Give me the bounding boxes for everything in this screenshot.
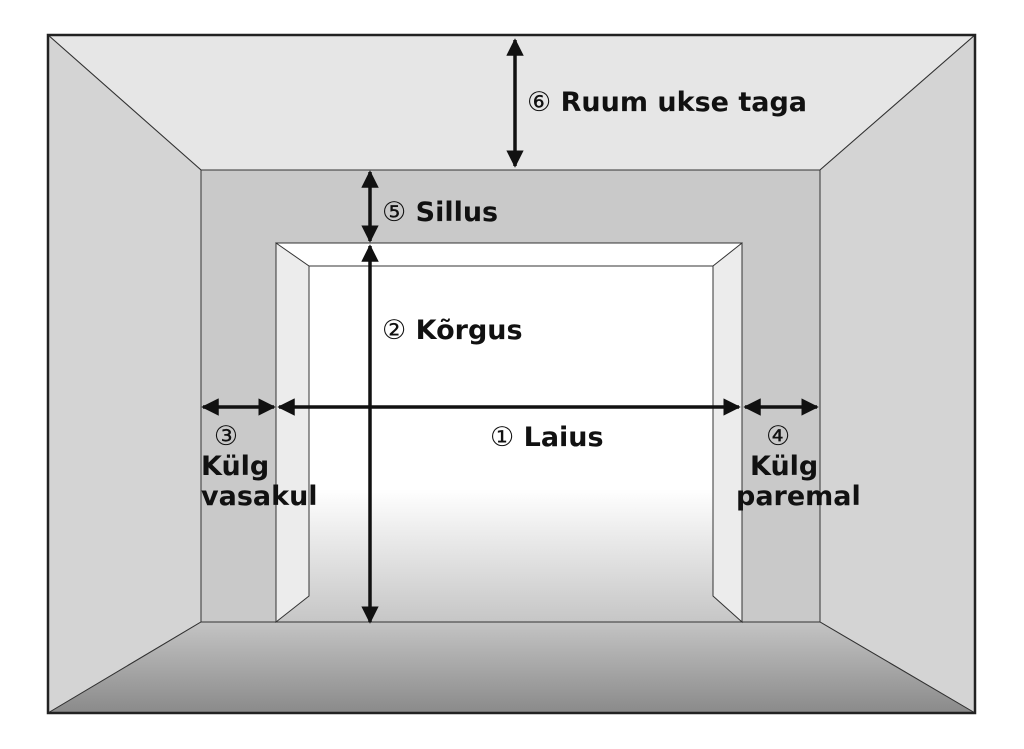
ceiling [46,34,977,171]
right-side-line2: paremal [736,481,861,512]
door-opening [275,242,743,623]
floor-edge [47,621,976,714]
number-4: ④ [766,421,791,452]
number-5: ⑤ [382,197,407,228]
headroom-text: Ruum ukse taga [560,87,808,118]
number-1: ① [490,422,515,453]
number-6: ⑥ [527,87,552,118]
outer-frame [46,33,977,715]
headroom-label: ⑥ Ruum ukse taga [527,88,807,118]
left-side-label: ③ Külg vasakul [176,422,318,512]
number-2: ② [382,315,407,346]
floor [48,622,975,713]
number-3: ③ [213,421,239,452]
lintel-label: ⑤ Sillus [382,198,498,228]
lintel-text: Sillus [415,197,499,228]
left-side-line2: vasakul [201,481,318,512]
right-jamb [712,241,743,624]
right-side-line1: Külg [750,451,819,482]
right-side-label: ④ Külg paremal [736,422,861,512]
height-text: Kõrgus [415,315,523,346]
width-label: ① Laius [490,423,604,453]
left-jamb [275,242,310,624]
width-text: Laius [523,422,604,453]
left-side-line1: Külg [201,451,270,482]
height-label: ② Kõrgus [382,316,523,346]
